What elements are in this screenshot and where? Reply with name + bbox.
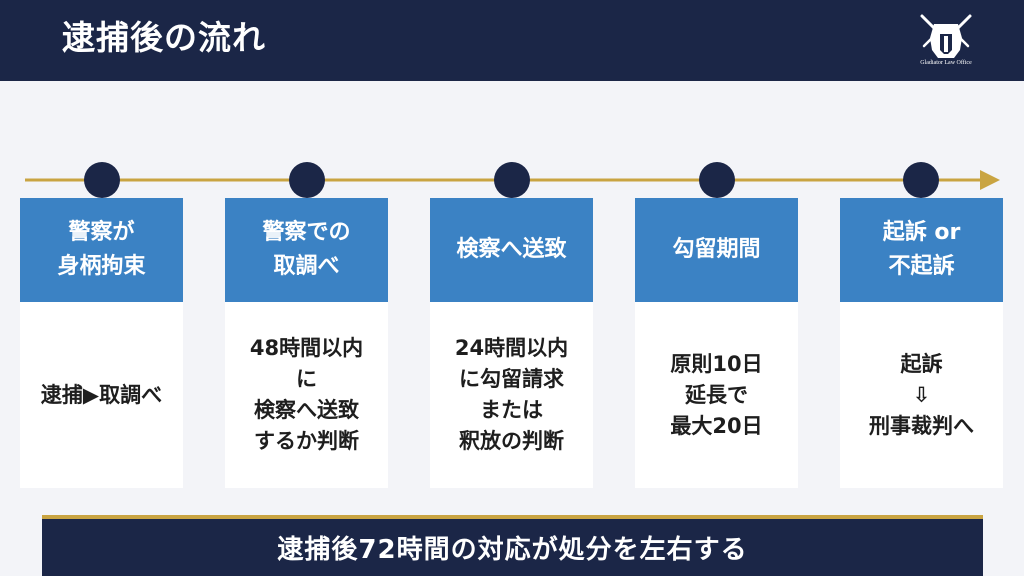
step-title: 警察が 身柄拘束 (20, 198, 183, 302)
step-detail: 起訴 ⇩ 刑事裁判へ (840, 302, 1003, 488)
timeline (25, 162, 1000, 198)
step-title: 警察での 取調べ (225, 198, 388, 302)
step-card-detention: 勾留期間 原則10日 延長で 最大20日 (635, 198, 798, 488)
footer-accent-line (42, 515, 983, 519)
step-title: 検察へ送致 (430, 198, 593, 302)
footer-banner: 逮捕後72時間の対応が処分を左右する (42, 519, 983, 576)
step-detail: 原則10日 延長で 最大20日 (635, 302, 798, 488)
timeline-dot (494, 162, 530, 198)
step-title: 起訴 or 不起訴 (840, 198, 1003, 302)
timeline-dot (289, 162, 325, 198)
step-detail: 逮捕▶取調べ (20, 302, 183, 488)
step-title: 勾留期間 (635, 198, 798, 302)
step-card-arrest: 警察が 身柄拘束 逮捕▶取調べ (20, 198, 183, 488)
step-card-indictment: 起訴 or 不起訴 起訴 ⇩ 刑事裁判へ (840, 198, 1003, 488)
step-detail: 48時間以内 に 検察へ送致 するか判断 (225, 302, 388, 488)
timeline-dot (903, 162, 939, 198)
timeline-arrowhead-icon (980, 170, 1000, 190)
gladiator-helmet-logo-icon (920, 14, 972, 58)
timeline-dot (84, 162, 120, 198)
header-bar: 逮捕後の流れ Gladiator Law Office (0, 0, 1024, 81)
page-title: 逮捕後の流れ (62, 18, 266, 57)
step-card-police-interrogation: 警察での 取調べ 48時間以内 に 検察へ送致 するか判断 (225, 198, 388, 488)
timeline-dot (699, 162, 735, 198)
step-card-prosecutor: 検察へ送致 24時間以内 に勾留請求 または 釈放の判断 (430, 198, 593, 488)
step-detail: 24時間以内 に勾留請求 または 釈放の判断 (430, 302, 593, 488)
logo-caption: Gladiator Law Office (920, 60, 972, 66)
